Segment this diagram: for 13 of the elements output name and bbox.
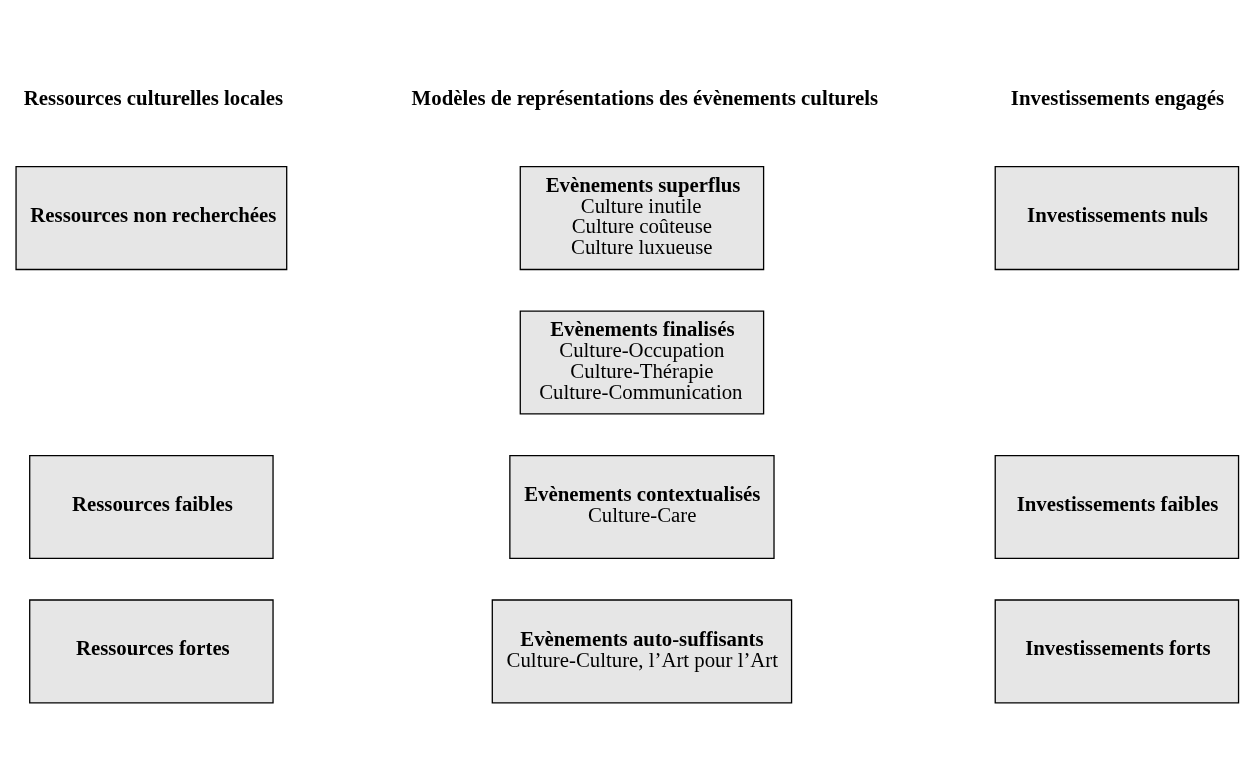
node-box: Investissements nuls [994, 165, 1240, 270]
node-box: Evènements contextualisés Culture-Care [509, 454, 775, 559]
node-box: Evènements auto-suffisants Culture-Culture, l’Art pour l’Art [491, 598, 793, 703]
node-box: Ressources non recherchées [15, 165, 288, 270]
label: Ressources culturelles locales [23, 85, 284, 110]
node-box: Investissements faibles [994, 454, 1240, 559]
node-box: Investissements forts [994, 598, 1240, 703]
node-box: Ressources faibles [29, 454, 274, 559]
label: Modèles de représentations des évènements culturels [411, 85, 879, 110]
label: Investissements engagés [1010, 85, 1225, 110]
node-box: Evènements finalisés Culture-Occupation Culture-Thérapie Culture-Communication [519, 310, 765, 415]
node-box: Evènements superflus Culture inutile Culture coûteuse Culture luxueuse [519, 165, 765, 270]
node-box: Ressources fortes [29, 598, 274, 703]
